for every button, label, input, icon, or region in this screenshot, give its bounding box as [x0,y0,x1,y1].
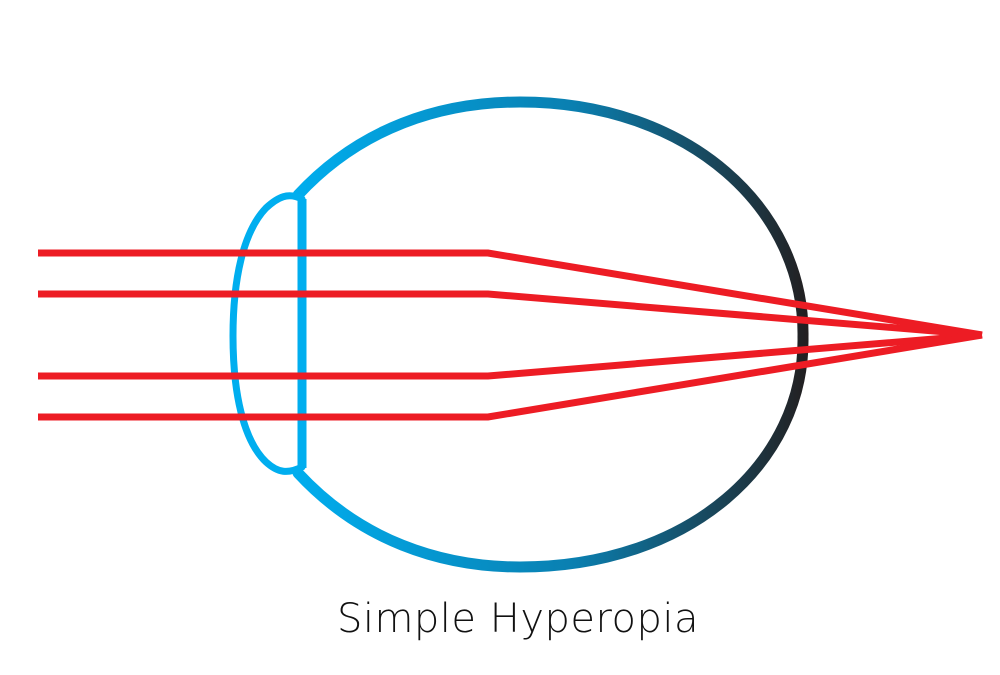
light-ray-3 [38,331,983,380]
cornea [229,192,306,475]
light-ray-2 [38,290,983,339]
eyeball-outline [292,96,809,573]
light-rays [38,249,983,421]
diagram-caption: Simple Hyperopia [336,596,700,642]
light-ray-1 [38,249,983,339]
light-ray-4 [38,331,983,421]
